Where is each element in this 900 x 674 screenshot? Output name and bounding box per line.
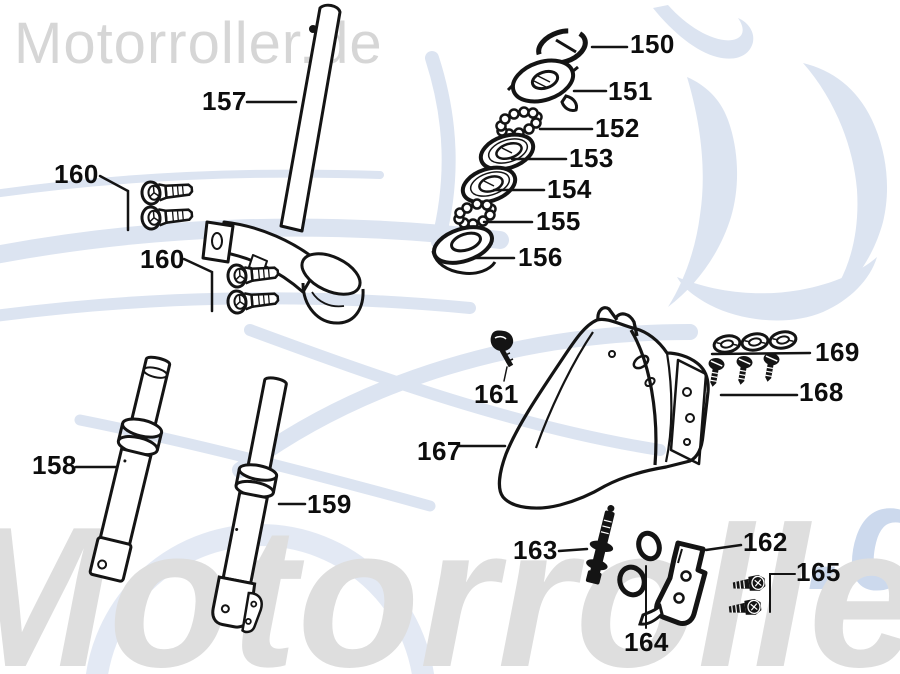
part-label-152: 152 bbox=[595, 113, 640, 143]
part-label-157: 157 bbox=[202, 86, 247, 116]
part-label-164: 164 bbox=[624, 627, 669, 657]
part-153-bearing-race-upper bbox=[478, 132, 536, 172]
part-167-front-fender bbox=[497, 306, 710, 510]
part-152-ball-retainer-upper bbox=[495, 106, 543, 140]
part-label-153: 153 bbox=[569, 143, 614, 173]
part-label-155: 155 bbox=[536, 206, 581, 236]
part-150-lock-cap bbox=[536, 28, 588, 66]
part-label-158: 158 bbox=[32, 450, 77, 480]
part-151-adjust-nut bbox=[506, 58, 579, 112]
part-161-screw bbox=[490, 330, 514, 368]
part-label-159: 159 bbox=[307, 489, 352, 519]
part-163-stud bbox=[585, 504, 615, 585]
part-159-fork-tube-right bbox=[211, 376, 288, 634]
part-155-ball-retainer-lower bbox=[453, 198, 497, 230]
part-label-151: 151 bbox=[608, 76, 653, 106]
part-label-160-upper: 160 bbox=[54, 159, 99, 189]
part-label-161: 161 bbox=[474, 379, 519, 409]
part-label-160-lower: 160 bbox=[140, 244, 185, 274]
part-label-169: 169 bbox=[815, 337, 860, 367]
part-label-156: 156 bbox=[518, 242, 563, 272]
part-label-165: 165 bbox=[796, 557, 841, 587]
part-156-dust-seal bbox=[431, 225, 497, 275]
part-164-grommets bbox=[617, 530, 662, 598]
leader-lines bbox=[74, 45, 812, 629]
part-158-fork-tube-left bbox=[88, 355, 172, 583]
bird-logo-watermark bbox=[653, 5, 888, 321]
watermark-suffix-text: .de bbox=[806, 453, 900, 621]
part-label-150: 150 bbox=[630, 29, 675, 59]
part-label-168: 168 bbox=[799, 377, 844, 407]
part-label-162: 162 bbox=[743, 527, 788, 557]
part-label-167: 167 bbox=[417, 436, 462, 466]
part-label-163: 163 bbox=[513, 535, 558, 565]
part-label-154: 154 bbox=[547, 174, 592, 204]
part-154-bearing-race-lower bbox=[460, 165, 518, 205]
part-157-steering-stem bbox=[201, 3, 365, 325]
